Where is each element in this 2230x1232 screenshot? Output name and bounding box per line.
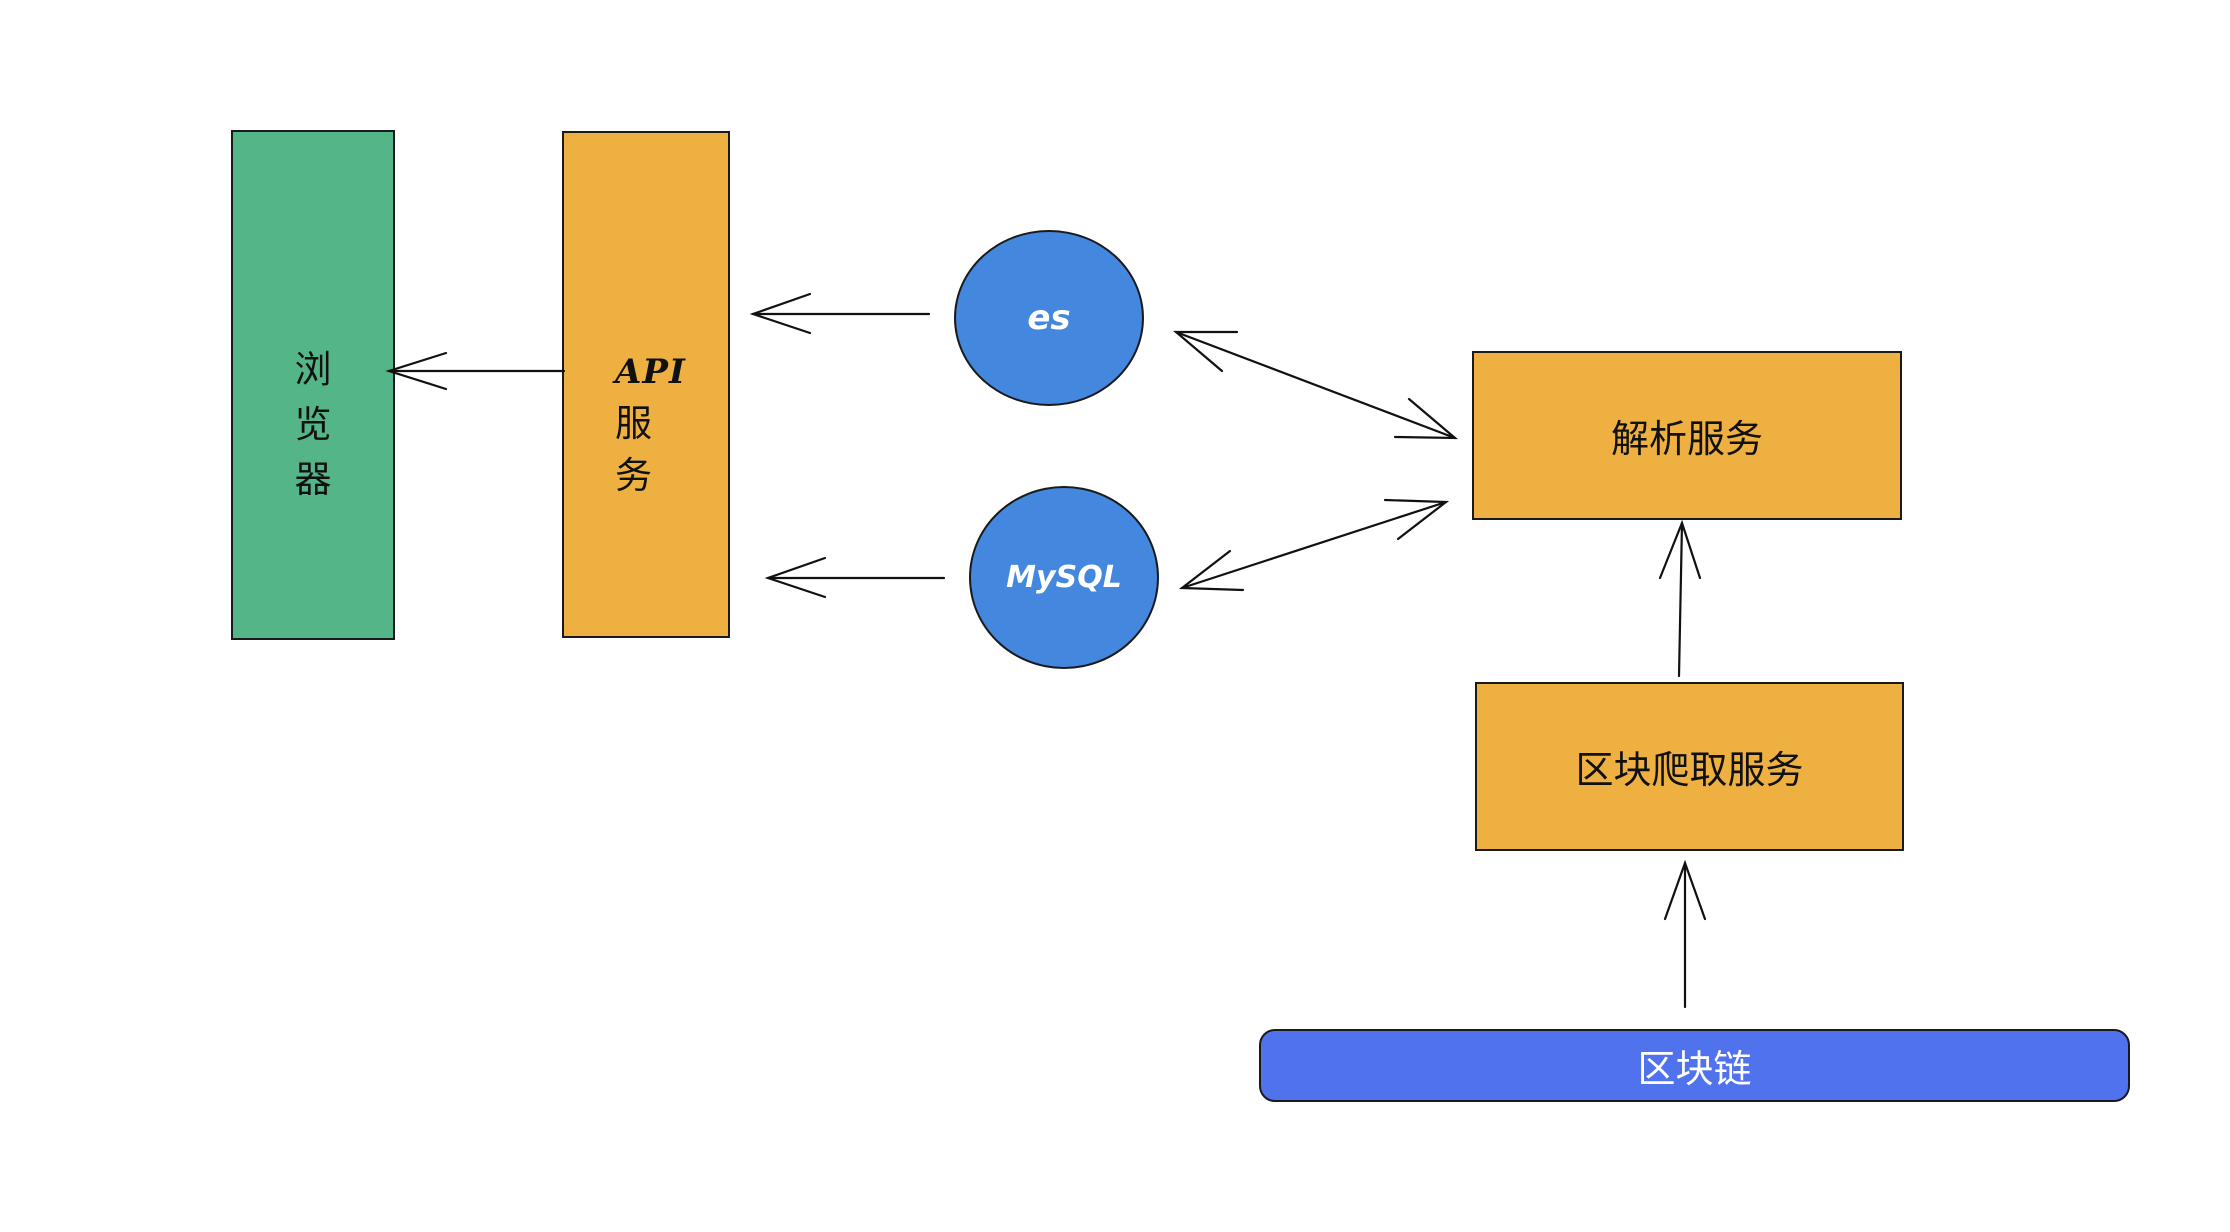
arrow-es-to-api bbox=[749, 292, 931, 335]
arrow-blockchain-to-crawl bbox=[1663, 859, 1707, 1009]
blockchain-node: 区块链 bbox=[1259, 1029, 2130, 1102]
arrow-mysql-to-api bbox=[764, 556, 946, 599]
es-node bbox=[954, 230, 1144, 406]
arrow-shaft bbox=[1174, 330, 1457, 440]
api-service-node bbox=[562, 131, 730, 638]
api-service-label: API 服 务 bbox=[615, 346, 686, 502]
mysql-node bbox=[969, 486, 1159, 669]
parse-service-label: 解析服务 bbox=[1610, 417, 1763, 461]
api-label-char: 服 bbox=[615, 402, 652, 445]
arrow-head bbox=[1658, 519, 1702, 580]
arrow-head bbox=[1173, 330, 1239, 373]
arrow-crawl-to-parse bbox=[1658, 519, 1702, 678]
browser-node bbox=[231, 130, 395, 640]
arrow-head bbox=[1383, 498, 1450, 541]
crawl-service-label: 区块爬取服务 bbox=[1575, 748, 1804, 792]
browser-label-char: 器 bbox=[294, 458, 332, 501]
arrow-head bbox=[749, 292, 812, 335]
arrow-shaft bbox=[1180, 500, 1448, 590]
arrow-head bbox=[385, 351, 448, 391]
arrow-shaft bbox=[1677, 521, 1684, 678]
arrow-es-parse-bidirectional bbox=[1173, 330, 1459, 440]
arrow-mysql-parse-bidirectional bbox=[1178, 498, 1450, 592]
parse-service-node: 解析服务 bbox=[1472, 351, 1902, 520]
api-label-text: API bbox=[615, 352, 686, 392]
browser-label-char: 览 bbox=[294, 403, 332, 446]
arrow-api-to-browser bbox=[385, 351, 566, 391]
arrow-head bbox=[1393, 397, 1459, 440]
arrow-head bbox=[1663, 859, 1707, 921]
mysql-label: MySQL bbox=[1006, 560, 1122, 595]
crawl-service-node: 区块爬取服务 bbox=[1475, 682, 1904, 851]
es-label: es bbox=[1027, 298, 1071, 338]
arrow-head bbox=[1178, 549, 1245, 592]
browser-label: 浏 览 器 bbox=[231, 342, 395, 507]
browser-label-char: 浏 bbox=[294, 348, 332, 391]
api-label-char: 务 bbox=[615, 454, 652, 497]
blockchain-label: 区块链 bbox=[1637, 1047, 1752, 1091]
arrow-head bbox=[764, 556, 827, 599]
